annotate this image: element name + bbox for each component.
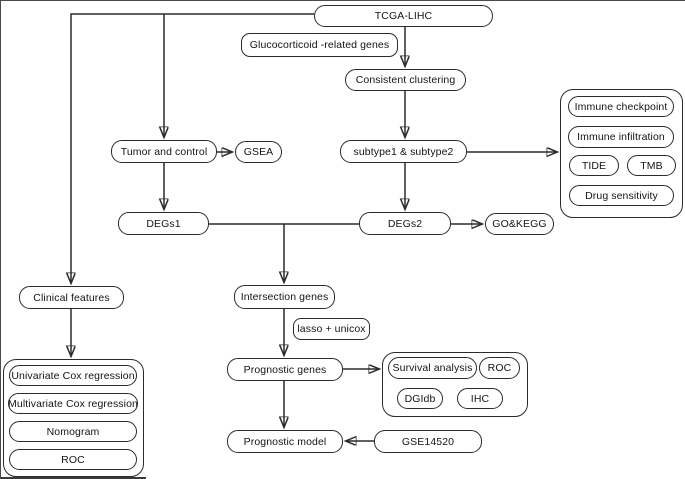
node-multivariate-cox-regression: Multivariate Cox regression: [8, 393, 138, 414]
node-ihc: IHC: [457, 388, 503, 409]
node-lasso-unicox: lasso + unicox: [293, 318, 370, 340]
node-survival-analysis: Survival analysis: [388, 357, 477, 379]
node-intersection-genes: Intersection genes: [234, 285, 335, 309]
node-gse14520: GSE14520: [374, 430, 482, 453]
node-glucocorticoid-related-genes: Glucocorticoid -related genes: [241, 33, 398, 57]
node-immune-checkpoint: Immune checkpoint: [568, 96, 674, 117]
node-tmb: TMB: [627, 155, 676, 176]
node-prognostic-genes: Prognostic genes: [227, 358, 343, 381]
node-clinical-features: Clinical features: [19, 286, 124, 309]
node-degs1: DEGs1: [118, 212, 209, 235]
node-subtype1-subtype2: subtype1 & subtype2: [340, 140, 467, 163]
node-degs2: DEGs2: [359, 212, 451, 235]
node-roc-clinical: ROC: [9, 449, 137, 470]
node-go-kegg: GO&KEGG: [485, 213, 554, 235]
node-roc-validation: ROC: [479, 357, 520, 379]
node-nomogram: Nomogram: [9, 421, 137, 442]
node-univariate-cox-regression: Univariate Cox regression: [9, 365, 137, 386]
node-consistent-clustering: Consistent clustering: [345, 69, 466, 91]
node-immune-infiltration: Immune infiltration: [568, 126, 674, 148]
node-dgidb: DGIdb: [397, 388, 443, 409]
node-gsea: GSEA: [235, 141, 282, 163]
node-prognostic-model: Prognostic model: [227, 430, 343, 453]
node-tcga-lihc: TCGA-LIHC: [314, 5, 493, 27]
node-drug-sensitivity: Drug sensitivity: [569, 185, 674, 206]
node-tumor-and-control: Tumor and control: [111, 140, 217, 163]
node-tide: TIDE: [569, 155, 619, 176]
